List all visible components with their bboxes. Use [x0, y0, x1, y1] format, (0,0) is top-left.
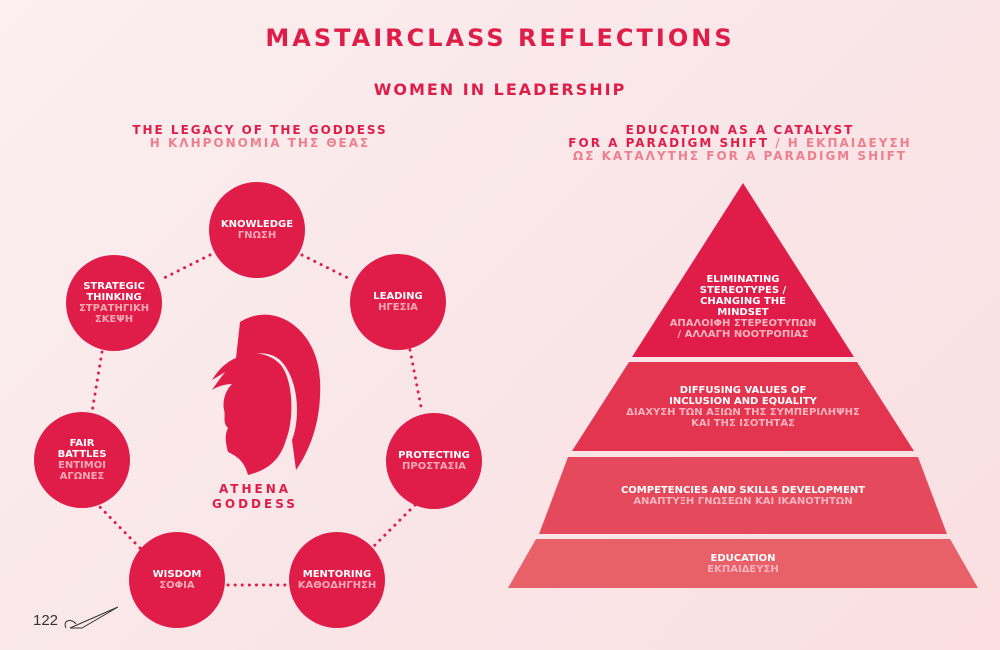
circle-strategic-thinking: STRATEGIC THINKING ΣΤΡΑΤΗΓΙΚΗ ΣΚΕΨΗ	[66, 255, 162, 351]
right-heading-line2-gr: / Η ΕΚΠΑΙΔΕΥΣΗ	[769, 136, 912, 150]
page-subtitle: WOMEN IN LEADERSHIP	[373, 80, 627, 99]
circle-leading: LEADING ΗΓΕΣΙΑ	[350, 254, 446, 350]
left-heading-gr: Η ΚΛΗΡΟΝΟΜΙΑ ΤΗΣ ΘΕΑΣ	[149, 136, 371, 150]
circle-label-gr: ΚΑΘΟΔΗΓΗΣΗ	[297, 580, 377, 591]
athena-label: ATHENA GODDESS	[195, 482, 315, 512]
circle-label-en: LEADING	[373, 291, 423, 302]
circle-protecting: PROTECTING ΠΡΟΣΤΑΣΙΑ	[386, 413, 482, 509]
athena-label-line2: GODDESS	[212, 497, 298, 511]
tier-label-gr: ΑΠΑΛΟΙΦΗ ΣΤΕΡΕΟΤΥΠΩΝ / ΑΛΛΑΓΗ ΝΟΟΤΡΟΠΙΑΣ	[669, 318, 817, 340]
circle-label-gr: ΠΡΟΣΤΑΣΙΑ	[402, 461, 466, 472]
circle-label-en: FAIR BATTLES	[57, 438, 107, 460]
connector	[300, 253, 354, 282]
tier-label-en: ELIMINATING STEREOTYPES / CHANGING THE M…	[699, 274, 787, 318]
page-number: 122	[33, 612, 59, 629]
tier-label-gr: ΔΙΑΧΥΣΗ ΤΩΝ ΑΞΙΩΝ ΤΗΣ ΣΥΜΠΕΡΙΛΗΨΗΣ ΚΑΙ Τ…	[626, 406, 860, 429]
right-heading-line1: EDUCATION AS A CATALYST	[625, 123, 855, 137]
connector	[408, 348, 424, 414]
circle-label-en: WISDOM	[152, 569, 202, 580]
tier-label-en: DIFFUSING VALUES OF INCLUSION AND EQUALI…	[669, 384, 817, 407]
tier-label-gr: ΕΚΠΑΙΔΕΥΣΗ	[707, 563, 779, 575]
pyramid	[508, 183, 978, 588]
circle-label-gr: ΕΝΤΙΜΟΙ ΑΓΩΝΕΣ	[58, 460, 106, 482]
dotted-connectors	[90, 253, 424, 587]
right-heading-line3: ΩΣ ΚΑΤΑΛΥΤΗΣ FOR A PARADIGM SHIFT	[573, 149, 907, 163]
circle-label-gr: ΣΤΡΑΤΗΓΙΚΗ ΣΚΕΨΗ	[78, 303, 150, 325]
connector	[96, 503, 142, 550]
right-heading-line2-en: FOR A PARADIGM SHIFT	[568, 136, 770, 150]
pyramid-tier-4	[508, 539, 978, 588]
circle-label-en: KNOWLEDGE	[220, 219, 294, 230]
tier-4-text: EDUCATION ΕΚΠΑΙΔΕΥΣΗ	[508, 539, 978, 588]
paper-plane-icon	[64, 606, 119, 629]
circle-label-en: PROTECTING	[398, 450, 470, 461]
left-heading-en: THE LEGACY OF THE GODDESS	[132, 123, 388, 137]
athena-helmet-icon	[212, 314, 321, 475]
tier-2-text: DIFFUSING VALUES OF INCLUSION AND EQUALI…	[508, 362, 978, 451]
circle-wisdom: WISDOM ΣΟΦΙΑ	[129, 532, 225, 628]
pyramid-tier-2	[572, 362, 914, 451]
right-heading: EDUCATION AS A CATALYST FOR A PARADIGM S…	[500, 124, 980, 163]
connector	[370, 503, 417, 550]
pyramid-tier-1	[632, 183, 854, 357]
page-title: MASTAIRCLASS REFLECTIONS	[265, 24, 735, 52]
connector	[158, 253, 212, 282]
circle-label-gr: ΣΟΦΙΑ	[159, 580, 195, 591]
circle-label-en: STRATEGIC THINKING	[83, 281, 145, 303]
athena-label-line1: ATHENA	[218, 482, 292, 496]
circle-label-en: MENTORING	[302, 569, 372, 580]
tier-label-gr: ΑΝΑΠΤΥΞΗ ΓΝΩΣΕΩΝ ΚΑΙ ΙΚΑΝΟΤΗΤΩΝ	[633, 495, 853, 507]
pyramid-tier-3	[539, 457, 947, 534]
connector	[90, 350, 104, 414]
tier-label-en: COMPETENCIES AND SKILLS DEVELOPMENT	[620, 484, 866, 496]
circle-knowledge: KNOWLEDGE ΓΝΩΣΗ	[209, 182, 305, 278]
circle-fair-battles: FAIR BATTLES ΕΝΤΙΜΟΙ ΑΓΩΝΕΣ	[34, 412, 130, 508]
circle-mentoring: MENTORING ΚΑΘΟΔΗΓΗΣΗ	[289, 532, 385, 628]
circle-label-gr: ΓΝΩΣΗ	[237, 230, 277, 241]
tier-1-text: ELIMINATING STEREOTYPES / CHANGING THE M…	[508, 262, 978, 352]
left-heading: THE LEGACY OF THE GODDESS Η ΚΛΗΡΟΝΟΜΙΑ Τ…	[60, 124, 460, 150]
tier-3-text: COMPETENCIES AND SKILLS DEVELOPMENT ΑΝΑΠ…	[508, 457, 978, 534]
tier-label-en: EDUCATION	[710, 552, 776, 564]
circle-label-gr: ΗΓΕΣΙΑ	[378, 302, 418, 313]
